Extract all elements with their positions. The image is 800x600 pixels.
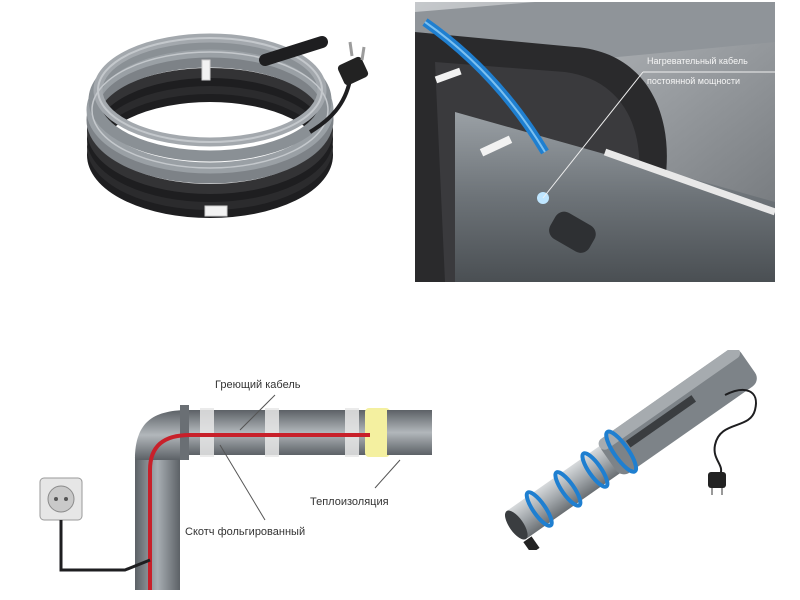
power-cord xyxy=(713,389,757,476)
cable-label-line1: Нагревательный кабель xyxy=(647,56,748,66)
power-plug xyxy=(337,41,369,86)
cable-tie xyxy=(479,135,513,157)
pipe-flange xyxy=(180,405,189,460)
metal-pipe xyxy=(455,112,775,282)
pipe-clamp xyxy=(523,536,540,554)
cable-tie xyxy=(204,205,228,217)
cable-coil-illustration xyxy=(86,33,369,218)
insulation-slit xyxy=(625,395,697,448)
cable-label-line2: постоянной мощности xyxy=(647,76,740,86)
cable-tie xyxy=(434,67,462,84)
coiled-cable-image xyxy=(60,20,390,240)
foil-tape-band xyxy=(200,408,214,457)
pipe-elbow xyxy=(135,410,190,460)
label-insulation: Теплоизоляция xyxy=(310,496,389,508)
heating-cable-red xyxy=(148,433,370,590)
horizontal-pipe xyxy=(185,410,375,455)
cable-end-cap xyxy=(549,211,596,253)
insulation-ring xyxy=(365,408,390,457)
cable-tie xyxy=(201,59,211,81)
label-foil-tape: Скотч фольгированный xyxy=(185,526,305,538)
leader-cable xyxy=(239,394,276,431)
power-lead xyxy=(308,79,352,134)
label-leader-line xyxy=(542,71,644,199)
insulation-sleeve xyxy=(600,348,757,475)
foil-tape-stripe xyxy=(603,148,777,216)
foil-tape-band xyxy=(265,408,279,457)
power-plug xyxy=(708,472,726,495)
installation-diagram-svg: Греющий кабель Теплоизоляция Скотч фольг… xyxy=(39,379,432,590)
vertical-pipe xyxy=(135,455,180,590)
insulated-pipe-end xyxy=(387,410,432,455)
leader-insulation xyxy=(374,459,401,489)
insulated-pipe-image xyxy=(470,347,780,554)
insulated-pipe-illustration xyxy=(504,347,757,554)
wall-socket xyxy=(39,477,83,521)
cable-end-sleeve xyxy=(259,36,328,66)
pipe-cutaway-illustration: Нагревательный кабель постоянной мощност… xyxy=(415,2,777,282)
installation-diagram: Греющий кабель Теплоизоляция Скотч фольг… xyxy=(25,360,455,590)
leader-tape xyxy=(219,444,266,521)
foil-tape-band xyxy=(345,408,359,457)
pipe-open-end xyxy=(504,510,528,540)
label-heating-cable: Греющий кабель xyxy=(215,379,301,391)
coil-rings xyxy=(86,33,334,218)
pipe-cutaway-image: Нагревательный кабель постоянной мощност… xyxy=(415,2,777,282)
power-lead xyxy=(59,520,151,572)
blue-cable-wrap xyxy=(524,490,554,528)
